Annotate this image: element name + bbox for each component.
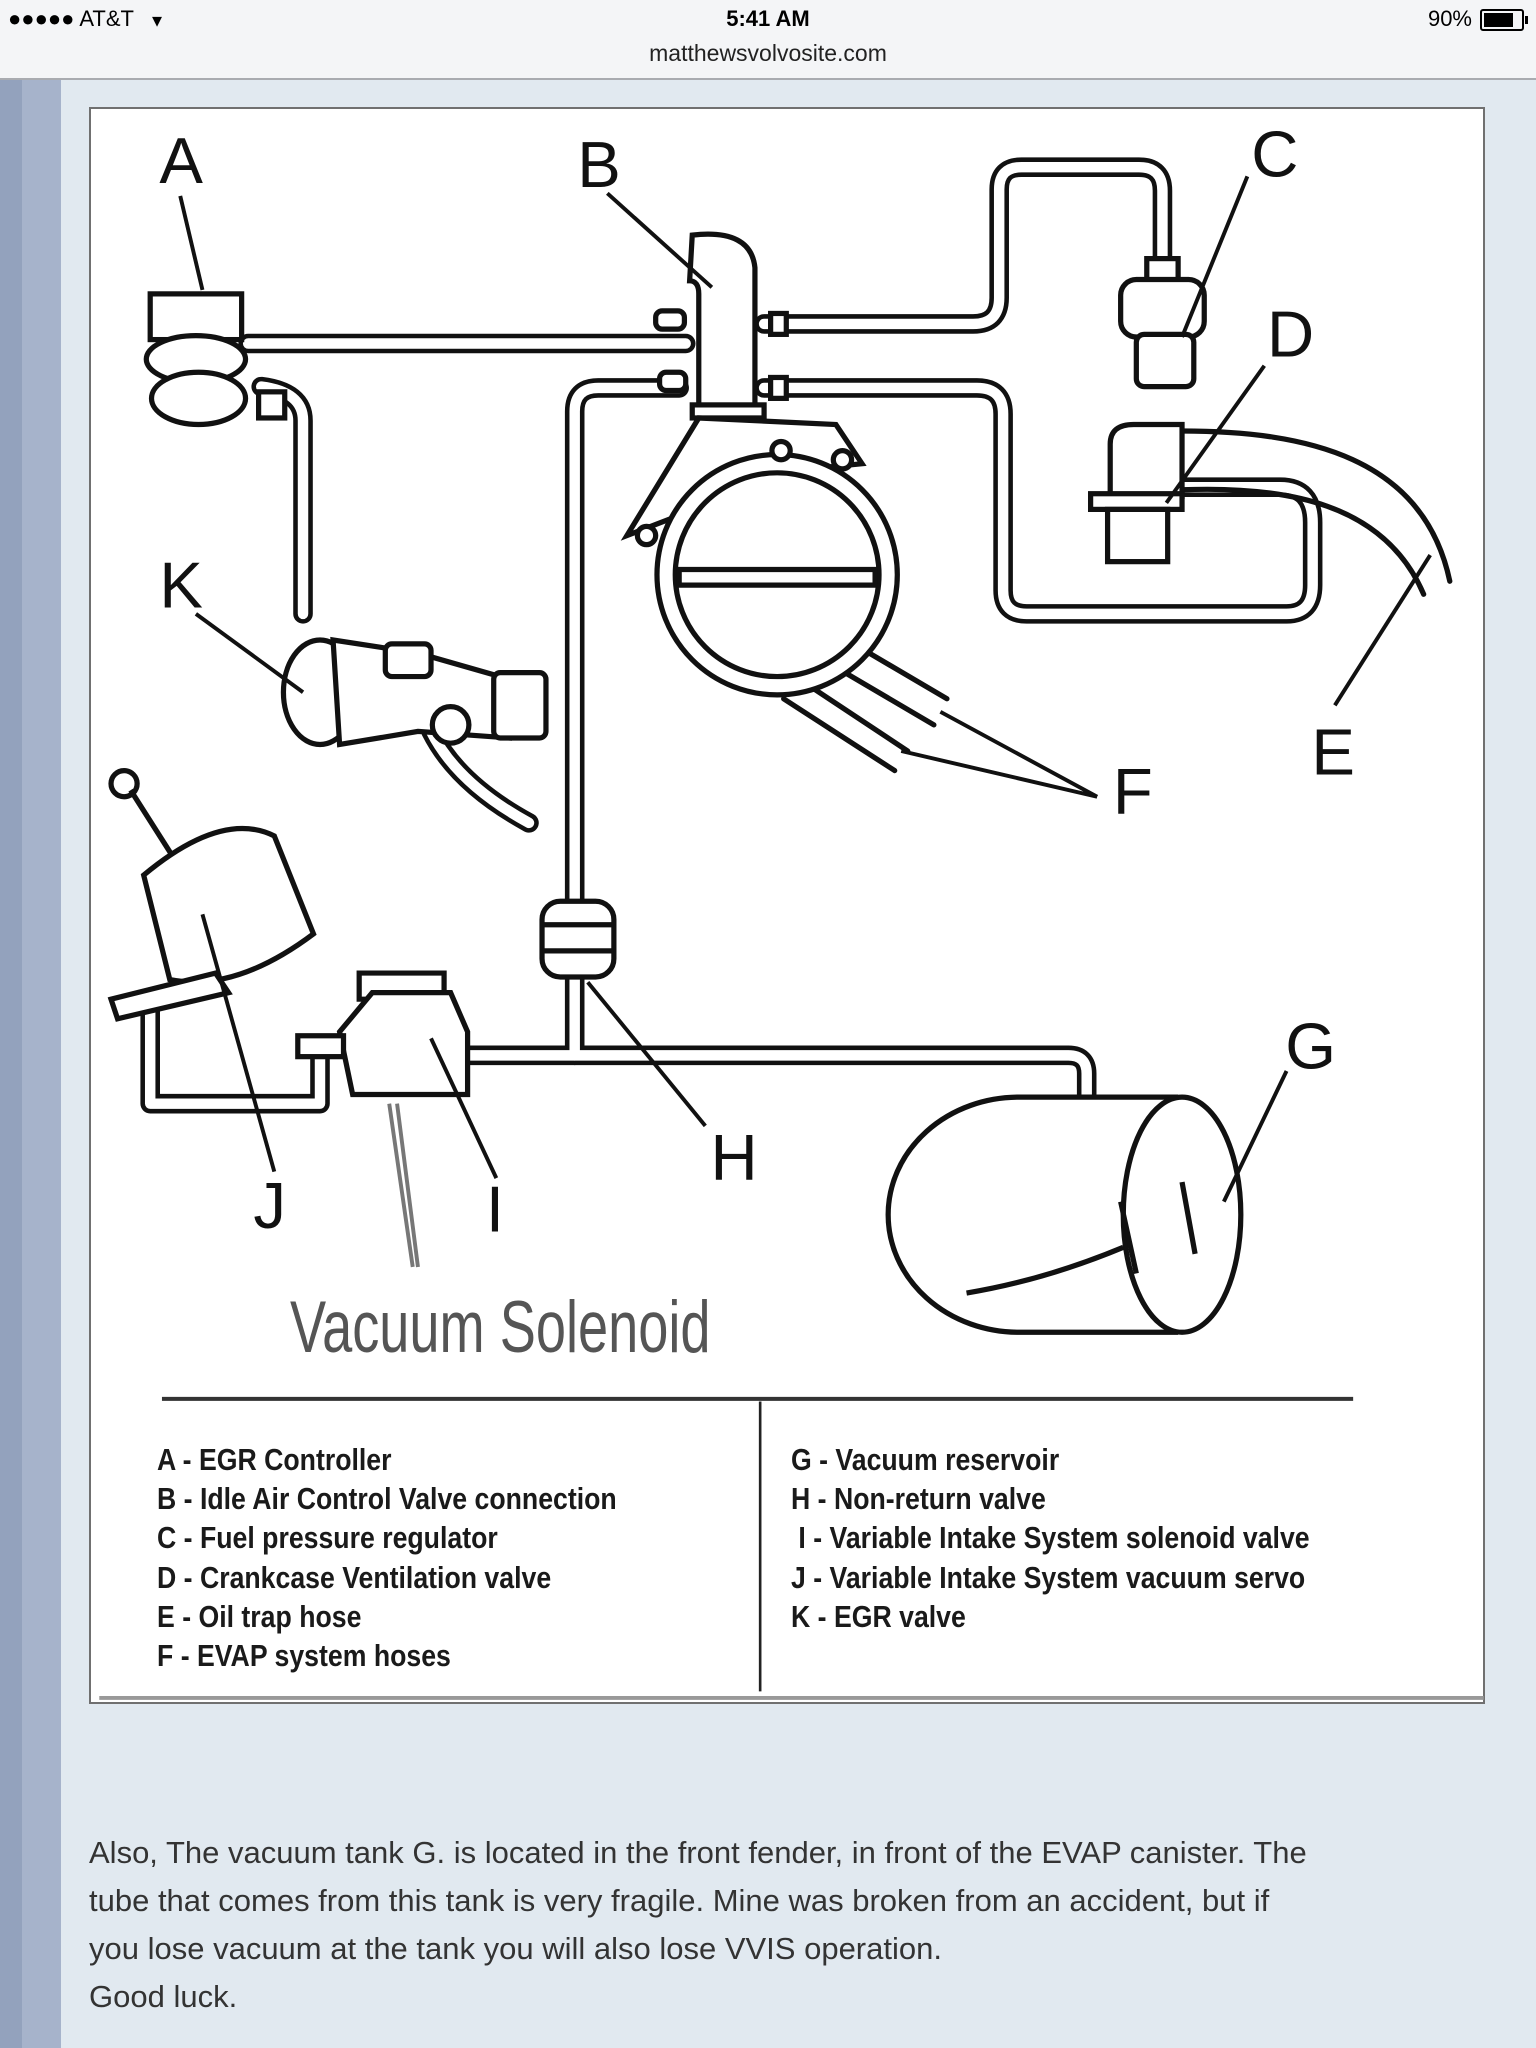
address-bar-url[interactable]: matthewsvolvosite.com xyxy=(649,40,887,66)
label-d: D xyxy=(1267,298,1314,371)
legend-right-column: G - Vacuum reservoir H - Non-return valv… xyxy=(791,1440,1394,1636)
carrier-signal: ●●●●● AT&T xyxy=(8,6,134,31)
label-c: C xyxy=(1251,117,1298,190)
label-b: B xyxy=(577,128,621,201)
vacuum-diagram-figure xyxy=(89,107,1485,1704)
left-sidebar-strip xyxy=(0,80,61,2048)
solenoid-pointer xyxy=(387,1103,420,1268)
post-line: tube that comes from this tank is very f… xyxy=(89,1883,1270,1918)
idle-air-control-connection xyxy=(653,231,789,421)
post-line: you lose vacuum at the tank you will als… xyxy=(89,1931,942,1966)
label-k: K xyxy=(159,548,203,621)
legend-item-a: A - EGR Controller xyxy=(157,1442,392,1477)
legend-item-e: E - Oil trap hose xyxy=(157,1598,362,1634)
battery-percent: 90% xyxy=(1427,6,1472,31)
post-body: Also, The vacuum tank G. is located in t… xyxy=(89,1830,1509,2022)
vacuum-servo xyxy=(107,768,317,1022)
post-line: Also, The vacuum tank G. is located in t… xyxy=(89,1835,1307,1870)
legend-item-f: F - EVAP system hoses xyxy=(157,1637,451,1673)
legend-item-k: K - EGR valve xyxy=(791,1598,966,1634)
wifi-icon: ▾ xyxy=(152,10,163,32)
egr-controller xyxy=(143,291,288,428)
label-f: F xyxy=(1113,755,1153,828)
label-g: G xyxy=(1285,1009,1336,1082)
label-h: H xyxy=(711,1120,758,1193)
legend-left-column: A - EGR Controller B - Idle Air Control … xyxy=(157,1440,692,1675)
throttle-body xyxy=(620,415,900,698)
vacuum-reservoir xyxy=(885,1094,1244,1335)
legend-item-b: B - Idle Air Control Valve connection xyxy=(157,1481,617,1517)
label-a: A xyxy=(159,124,203,197)
non-return-valve xyxy=(539,898,617,980)
fuel-pressure-regulator xyxy=(1118,255,1207,390)
legend-item-c: C - Fuel pressure regulator xyxy=(157,1520,498,1556)
clock: 5:41 AM xyxy=(726,6,810,31)
legend-item-h: H - Non-return valve xyxy=(791,1481,1046,1517)
label-i: I xyxy=(486,1173,504,1246)
legend-item-j: J - Variable Intake System vacuum servo xyxy=(791,1559,1306,1595)
vacuum-solenoid-caption: Vacuum Solenoid xyxy=(290,1287,711,1368)
egr-valve xyxy=(280,636,549,748)
oil-trap-hose xyxy=(1179,428,1453,597)
legend-item-i: I - Variable Intake System solenoid valv… xyxy=(791,1520,1310,1556)
status-bar: ●●●●● AT&T ▾ 5:41 AM matthewsvolvosite.c… xyxy=(0,0,1536,80)
label-e: E xyxy=(1311,716,1355,789)
post-line: Good luck. xyxy=(89,1979,238,2014)
label-j: J xyxy=(253,1169,286,1242)
battery-icon xyxy=(1480,9,1528,31)
solenoid-valve xyxy=(295,970,471,1098)
legend-item-d: D - Crankcase Ventilation valve xyxy=(157,1559,552,1595)
crankcase-ventilation-valve xyxy=(1088,421,1185,565)
legend-item-g: G - Vacuum reservoir xyxy=(791,1442,1060,1477)
leader-lines xyxy=(178,175,1432,1203)
